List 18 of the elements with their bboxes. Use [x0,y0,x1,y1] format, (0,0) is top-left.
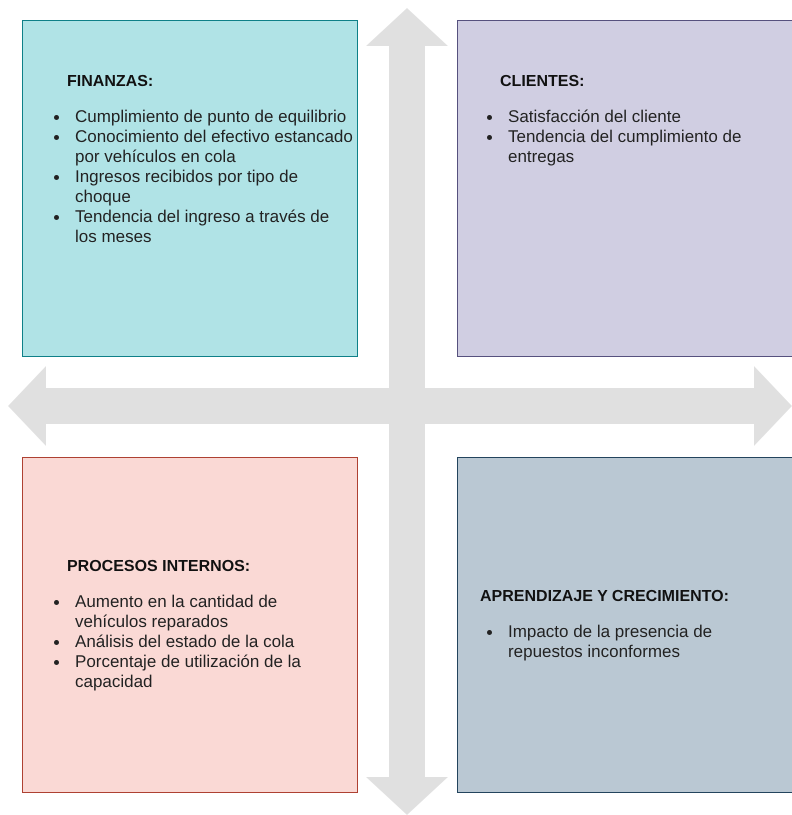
section-heading: APRENDIZAJE Y CRECIMIENTO: [480,588,729,606]
bullet-text: Análisis del estado de la cola [75,632,294,651]
quadrant-card [457,457,792,793]
bullet-text: Aumento en la cantidad de vehículos reparados [75,592,278,631]
bullet-text: Tendencia del ingreso a través de los meses [75,207,330,246]
bullet-text: Tendencia del cumplimiento de entregas [508,127,742,166]
quadrant-card [457,20,792,357]
bullet-text: Ingresos recibidos por tipo de choque [75,167,298,206]
section-heading: CLIENTES: [500,73,584,91]
section-heading: FINANZAS: [67,73,154,91]
quadrant-card [22,457,358,793]
quadrant-card [22,20,358,357]
bullet-text: Porcentaje de utilización de la capacidad [75,652,301,691]
bullet-text: Conocimiento del efectivo estancado por vehículos en cola [75,127,353,166]
section-heading: PROCESOS INTERNOS: [67,558,250,576]
bullet-text: Satisfacción del cliente [508,107,681,126]
bullet-text: Cumplimiento de punto de equilibrio [75,107,346,126]
bullet-text: Impacto de la presencia de repuestos inconformes [508,622,712,661]
